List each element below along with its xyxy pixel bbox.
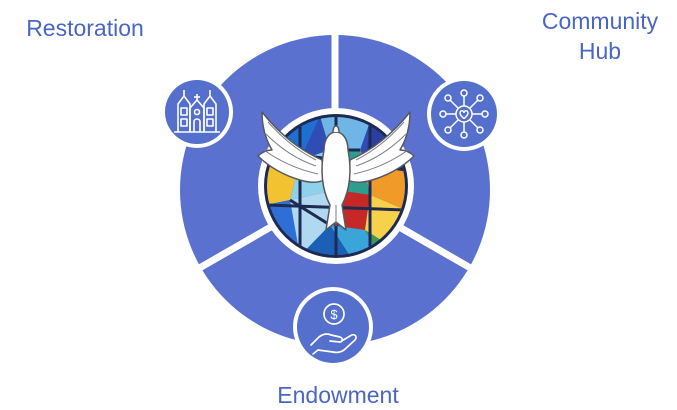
badge-endowment: $ bbox=[293, 287, 373, 367]
dollar-symbol: $ bbox=[330, 307, 338, 322]
dove-icon bbox=[257, 111, 415, 231]
badge-community-disc bbox=[431, 81, 497, 147]
badge-restoration-disc bbox=[165, 80, 229, 144]
center-medallion bbox=[257, 108, 415, 264]
network-heart-icon bbox=[439, 89, 489, 139]
badge-endowment-disc bbox=[297, 291, 369, 363]
badge-community-hub bbox=[427, 77, 501, 151]
label-endowment: Endowment bbox=[277, 382, 399, 408]
label-community-line2: Hub bbox=[578, 38, 622, 64]
badge-restoration bbox=[161, 76, 233, 148]
hand-dollar-icon bbox=[310, 303, 357, 355]
church-icon bbox=[174, 90, 220, 133]
label-community-line1: Community bbox=[541, 8, 659, 34]
label-community-hub: Community Hub bbox=[530, 6, 670, 66]
label-restoration: Restoration bbox=[26, 15, 144, 41]
